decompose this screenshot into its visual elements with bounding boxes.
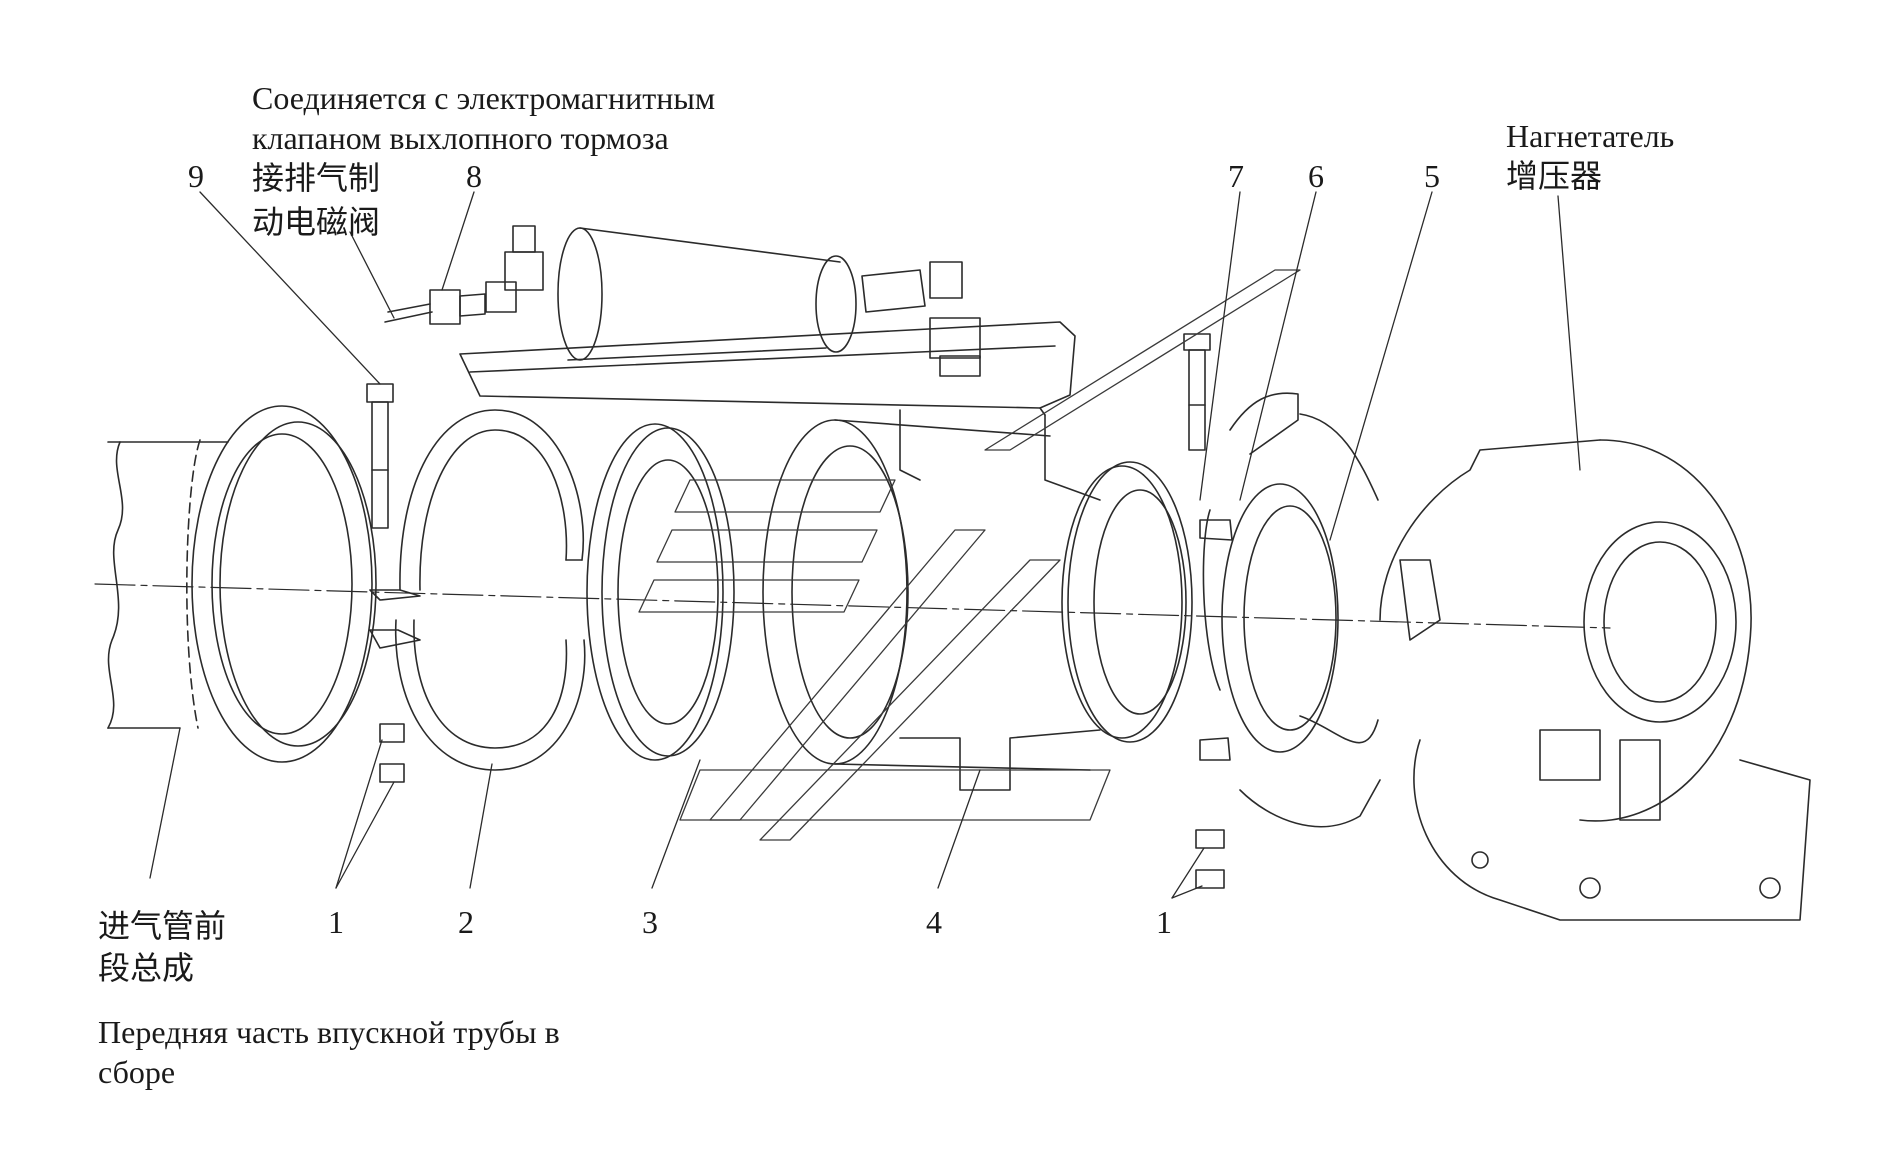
gasket-ring-5 bbox=[1221, 483, 1339, 753]
callout-2: 2 bbox=[458, 904, 474, 940]
callout-7: 7 bbox=[1228, 158, 1244, 194]
clamp-ring-2 bbox=[369, 409, 586, 771]
turbocharger bbox=[1379, 439, 1811, 921]
callout-9: 9 bbox=[188, 158, 204, 194]
mounting-bracket bbox=[459, 321, 1076, 481]
solenoid-valve bbox=[485, 225, 981, 377]
solenoid-label-cn-2: 动电磁阀 bbox=[252, 204, 381, 240]
clamp-ring-6 bbox=[1199, 392, 1381, 828]
callout-1-right: 1 bbox=[1156, 904, 1172, 940]
bolt-7 bbox=[1183, 333, 1211, 451]
intake-label-ru-1: Передняя часть впускной трубы в bbox=[98, 1014, 560, 1050]
intake-label-cn-1: 进气管前 bbox=[98, 908, 227, 944]
turbocharger-label-cn: 增压器 bbox=[1506, 158, 1603, 194]
solenoid-label-cn-1: 接排气制 bbox=[252, 160, 381, 196]
intake-label-ru-2: сборе bbox=[98, 1054, 176, 1090]
callout-5: 5 bbox=[1424, 158, 1440, 194]
throttle-body-4 bbox=[762, 414, 1193, 791]
callout-8: 8 bbox=[466, 158, 482, 194]
solenoid-label-ru-1: Соединяется с электромагнитным bbox=[252, 80, 716, 116]
watermark-logo bbox=[638, 269, 1301, 841]
turbocharger-label-ru: Нагнетатель bbox=[1506, 118, 1675, 154]
gasket-ring-3 bbox=[586, 423, 735, 761]
intake-flange-ring bbox=[191, 405, 377, 763]
callout-1-left: 1 bbox=[328, 904, 344, 940]
leader-lines bbox=[149, 191, 1581, 899]
solenoid-label-ru-2: клапаном выхлопного тормоза bbox=[252, 120, 669, 156]
intake-pipe-front bbox=[107, 439, 229, 729]
nut-1-left bbox=[379, 723, 405, 783]
bolt-9 bbox=[366, 383, 394, 529]
centerline bbox=[94, 583, 1611, 629]
intake-label-cn-2: 段总成 bbox=[98, 950, 195, 986]
connector-8 bbox=[384, 289, 486, 325]
callout-4: 4 bbox=[926, 904, 942, 940]
nut-1-right bbox=[1195, 829, 1225, 889]
callout-6: 6 bbox=[1308, 158, 1324, 194]
callout-3: 3 bbox=[642, 904, 658, 940]
